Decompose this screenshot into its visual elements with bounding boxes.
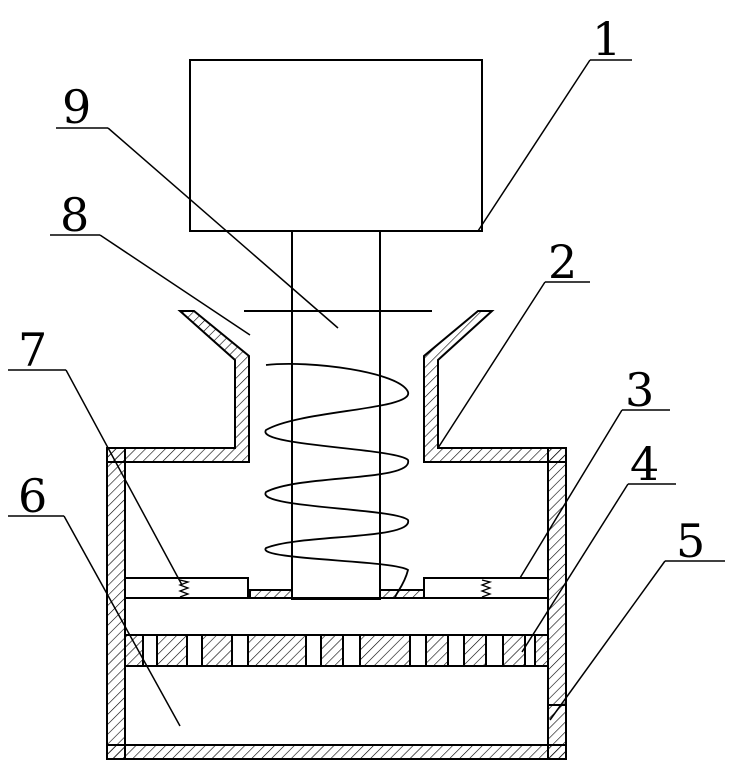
label-4: 4 bbox=[630, 437, 659, 491]
shaft bbox=[292, 231, 380, 599]
auger-spiral bbox=[265, 364, 408, 598]
housing-bottom bbox=[107, 745, 566, 759]
spring-right bbox=[482, 580, 490, 597]
label-5: 5 bbox=[676, 514, 705, 568]
label-6: 6 bbox=[18, 469, 47, 523]
funnel-left-wall bbox=[107, 311, 249, 462]
top-block bbox=[190, 60, 482, 231]
sieve-bars bbox=[125, 635, 548, 666]
funnel-right-wall bbox=[424, 311, 566, 462]
label-8: 8 bbox=[60, 188, 89, 242]
housing-right-wall bbox=[548, 448, 566, 759]
press-plate bbox=[125, 598, 548, 635]
label-7: 7 bbox=[18, 323, 47, 377]
label-1: 1 bbox=[592, 12, 621, 66]
housing-left-wall bbox=[107, 448, 125, 759]
label-9: 9 bbox=[62, 80, 91, 134]
label-3: 3 bbox=[625, 363, 654, 417]
shaft-foot-right bbox=[380, 590, 424, 598]
shaft-foot-left bbox=[250, 590, 292, 598]
label-2: 2 bbox=[548, 235, 577, 289]
